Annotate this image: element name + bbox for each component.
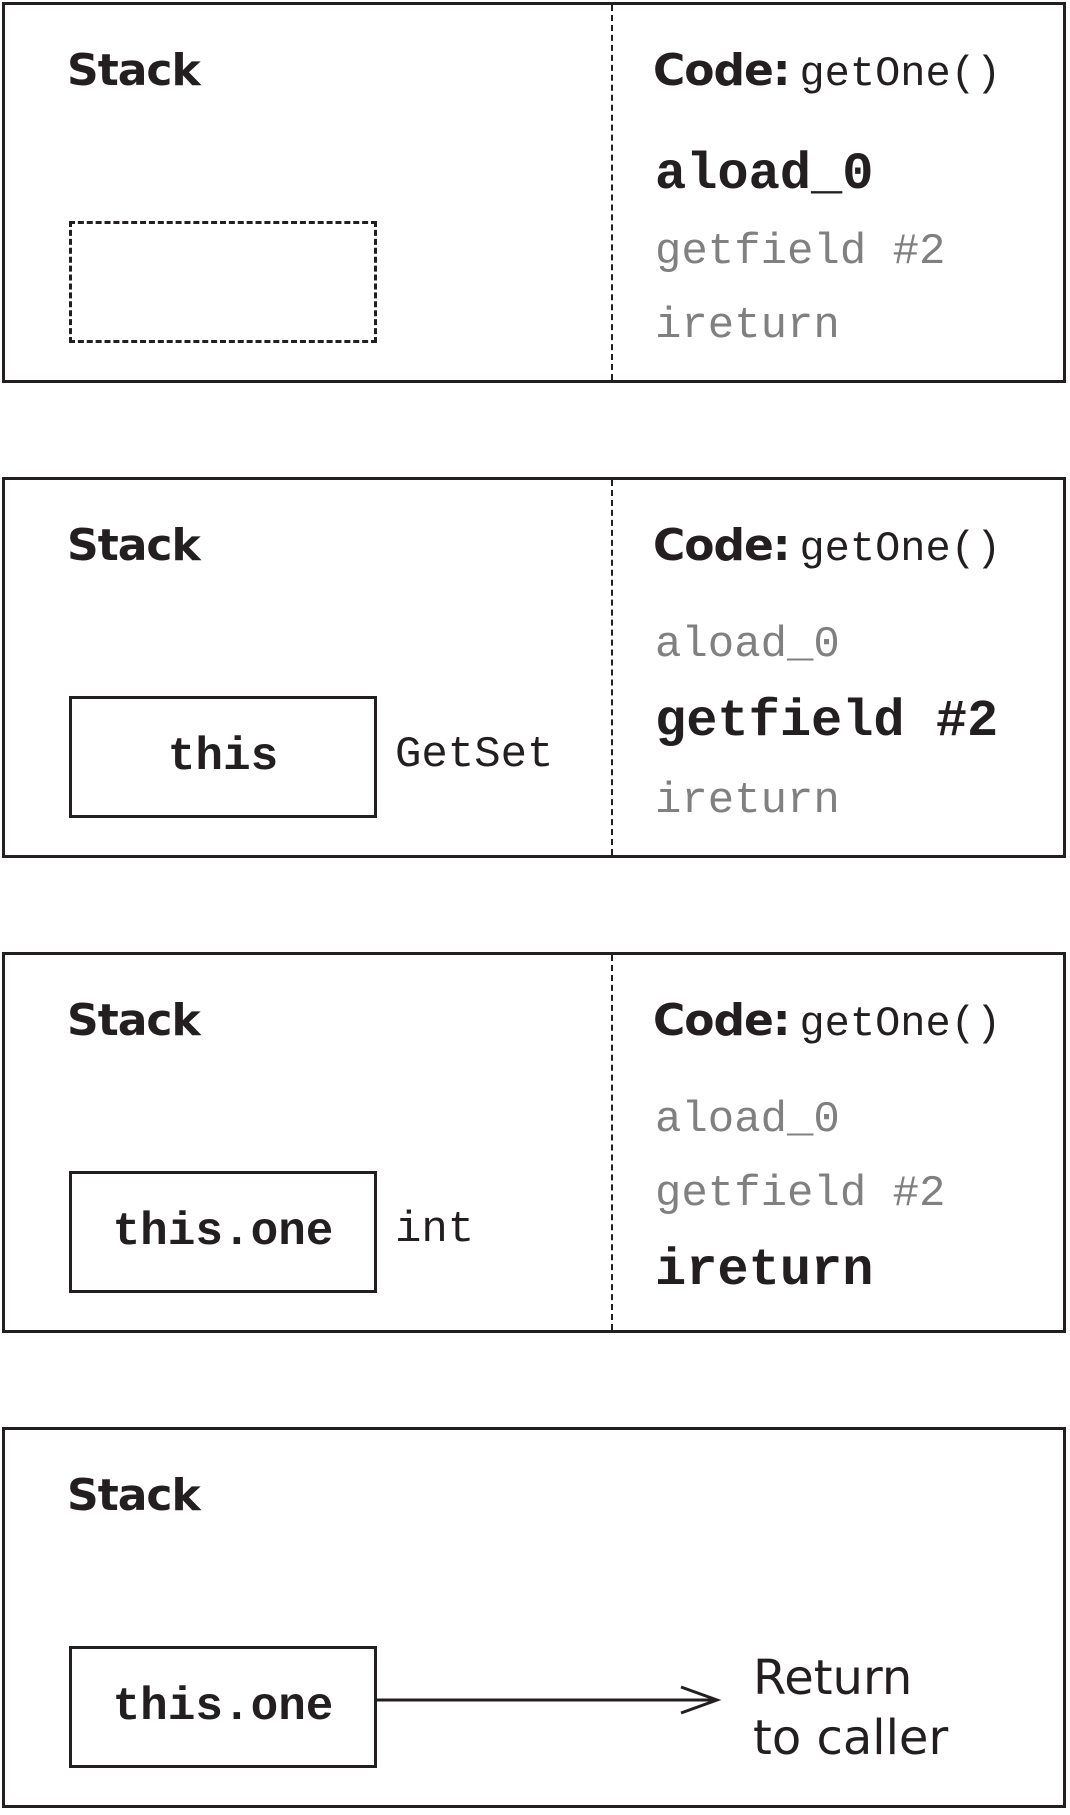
stack-panel-step-3: Stack this.one int Code:getOne() aload_0… [2, 952, 1066, 1333]
code-title: Code:getOne() [653, 520, 1001, 573]
stack-slot: this [69, 696, 377, 818]
stack-label: Stack [67, 520, 201, 571]
code-function: getOne() [799, 525, 1002, 573]
stack-label: Stack [67, 1470, 201, 1521]
instruction-ireturn: ireturn [655, 301, 840, 351]
stack-slot: this.one [69, 1646, 377, 1768]
return-line-2: to caller [753, 1710, 949, 1766]
code-label: Code: [653, 995, 790, 1046]
panel-divider [611, 480, 613, 855]
empty-stack-slot [69, 221, 377, 343]
code-label: Code: [653, 45, 790, 96]
stack-slot: this.one [69, 1171, 377, 1293]
stack-panel-step-4: Stack this.one Return to caller [2, 1427, 1066, 1808]
code-function: getOne() [799, 50, 1002, 98]
stack-label: Stack [67, 45, 201, 96]
stack-type-label: GetSet [395, 730, 554, 780]
return-arrow [375, 1685, 722, 1715]
return-line-1: Return [753, 1650, 913, 1706]
panel-divider [611, 5, 613, 380]
code-label: Code: [653, 520, 790, 571]
panel-divider [611, 955, 613, 1330]
return-to-caller-label: Return to caller [753, 1648, 948, 1768]
instruction-getfield: getfield #2 [655, 227, 946, 277]
instruction-ireturn: ireturn [655, 1241, 874, 1300]
stack-label: Stack [67, 995, 201, 1046]
code-function: getOne() [799, 1000, 1002, 1048]
instruction-aload-0: aload_0 [655, 145, 874, 204]
stack-type-label: int [395, 1205, 475, 1255]
instruction-ireturn: ireturn [655, 776, 840, 826]
stack-panel-step-2: Stack this GetSet Code:getOne() aload_0 … [2, 477, 1066, 858]
instruction-getfield: getfield #2 [655, 692, 999, 751]
code-title: Code:getOne() [653, 45, 1001, 98]
instruction-aload-0: aload_0 [655, 1095, 840, 1145]
stack-panel-step-1: Stack Code:getOne() aload_0 getfield #2 … [2, 2, 1066, 383]
code-title: Code:getOne() [653, 995, 1001, 1048]
instruction-aload-0: aload_0 [655, 620, 840, 670]
instruction-getfield: getfield #2 [655, 1169, 946, 1219]
